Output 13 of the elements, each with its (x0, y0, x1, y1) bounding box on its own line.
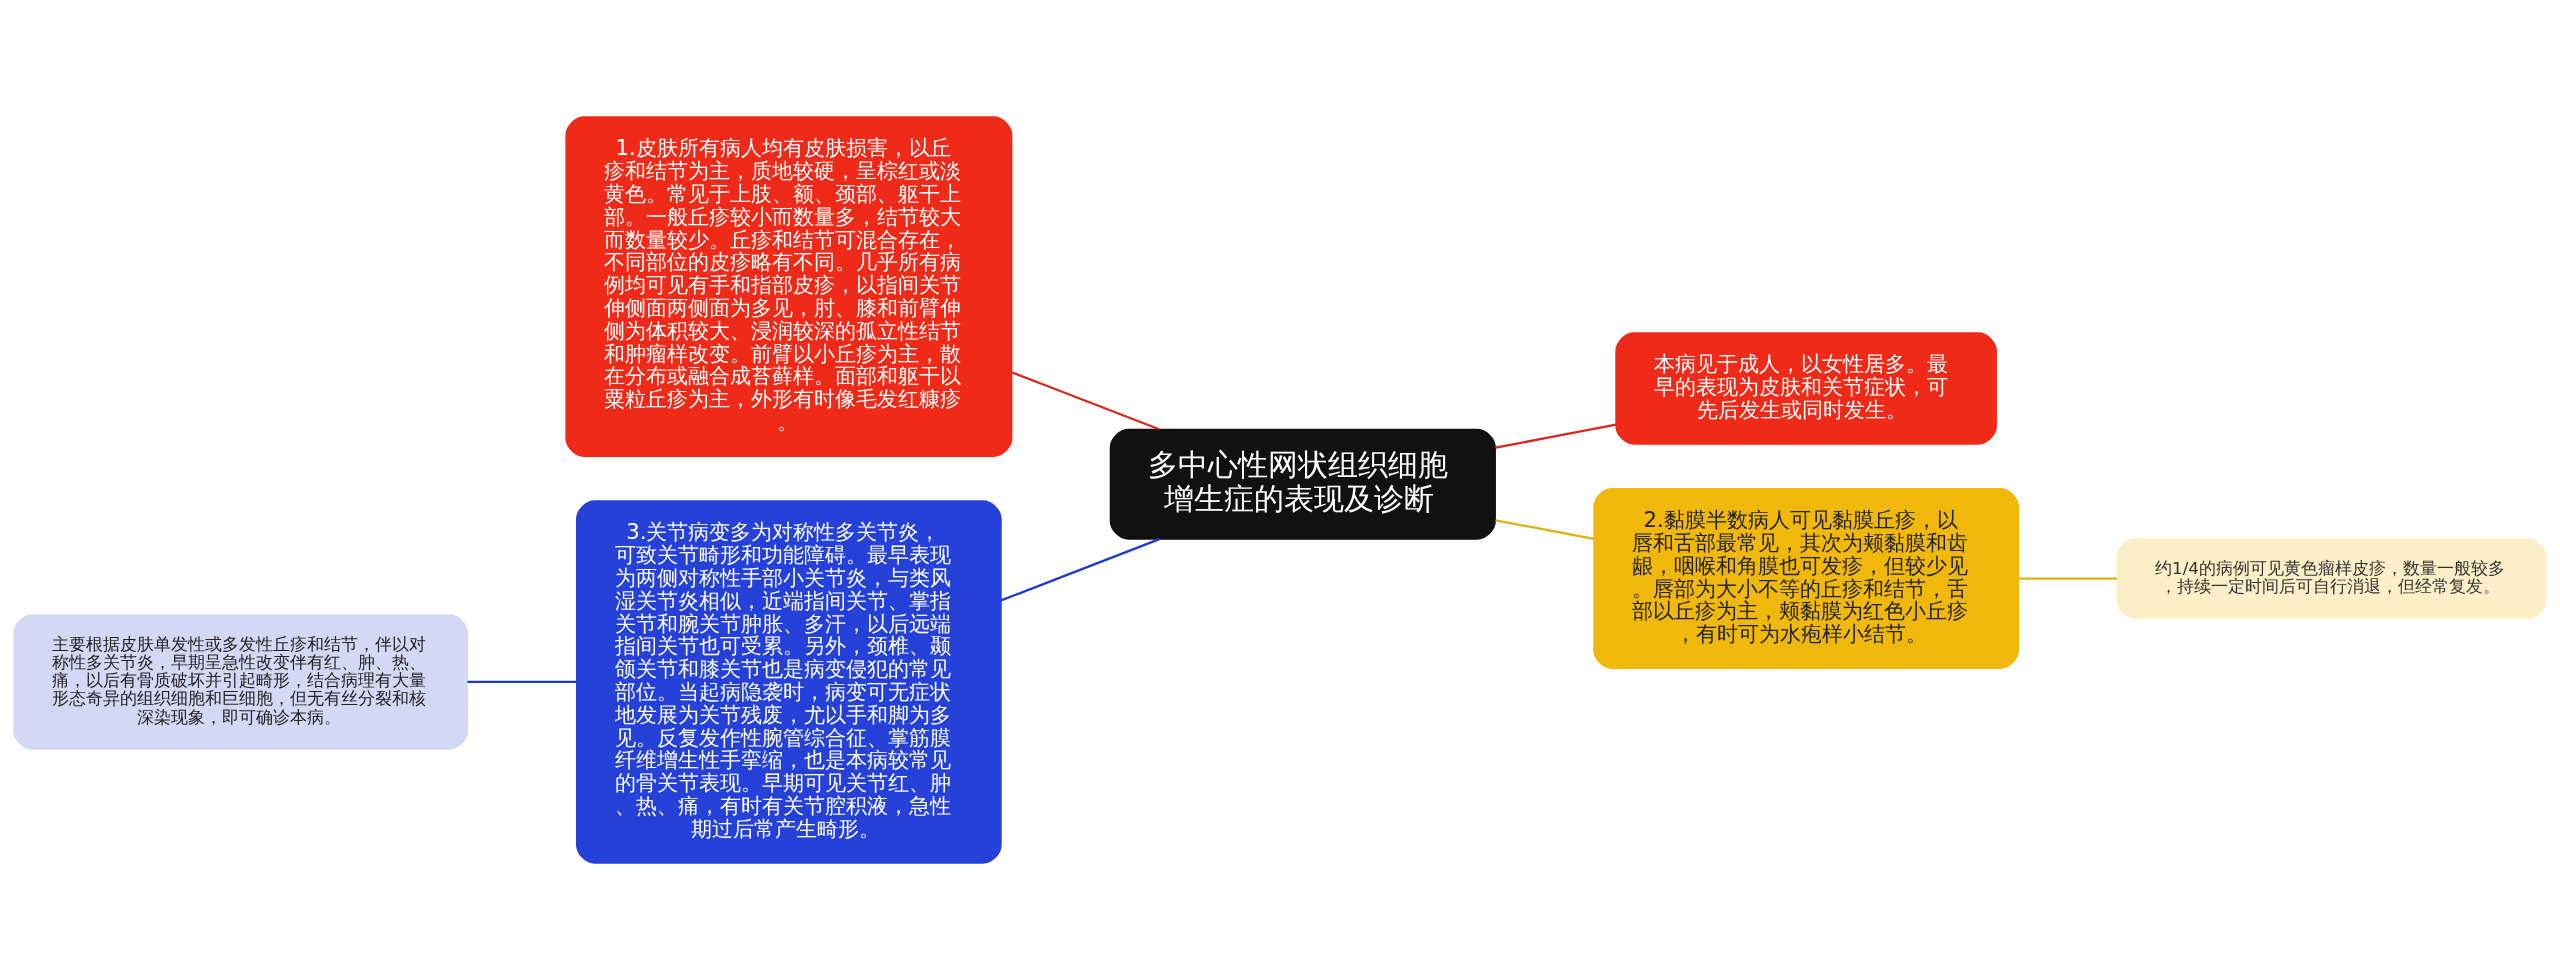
connector (1495, 519, 1595, 540)
node-box: 3.关节病变多为对称性多关节炎，可致关节畸形和功能障碍。最早表现为两侧对称性手部小关节炎，与类风湿关节炎相似，近端指间关节、掌指关节和腕关节肿胀、多汗，以后远端指间关节也可受累。另外，颈椎、颞颌关节和膝关节也是病变侵犯的常见部位。当起病隐袭时，病变可无症状地发展为关节残废，尤以手和脚为多见。反复发作性腕管综合征、掌筋膜纤维增生性手挛缩，也是本病较常见的骨关节表现。早期可见关节红、肿、热、痛，有时有关节腔积液，急性期过后常产生畸形。 (576, 500, 1002, 864)
node-box: 多中心性网状组织细胞增生症的表现及诊断 (1109, 428, 1496, 540)
connector (1495, 423, 1617, 449)
connector (467, 680, 577, 684)
node-box: 约1/4的病例可见黄色瘤样皮疹，数量一般较多，持续一定时间后可自行消退，但经常复发。 (2116, 538, 2547, 619)
node-box: 本病见于成人，以女性居多。最早的表现为皮肤和关节症状，可先后发生或同时发生。 (1615, 332, 1997, 445)
connector (2018, 577, 2117, 580)
node-box: 主要根据皮肤单发性或多发性丘疹和结节，伴以对称性多关节炎，早期呈急性改变伴有红、肿、热、痛，以后有骨质破坏并引起畸形，结合病理有大量形态奇异的组织细胞和巨细胞，但无有丝分裂和核深染现象，即可确诊本病。 (13, 614, 468, 750)
node-box: 1.皮肤所有病人均有皮肤损害，以丘疹和结节为主，质地较硬，呈棕红或淡黄色。常见于上肢、额、颈部、躯干上部。一般丘疹较小而数量多，结节较大而数量较少。丘疹和结节可混合存在，不同部位的皮疹略有不同。几乎所有病例均可见有手和指部皮疹，以指间关节伸侧面两侧面为多见，肘、膝和前臂伸侧为体积较大、浸润较深的孤立性结节和肿瘤样改变。前臂以小丘疹为主，散在分布或融合成苔藓样。面部和躯干以粟粒丘疹为主，外形有时像毛发红糠疹。 (565, 116, 1013, 457)
connector (1000, 538, 1160, 602)
connector (1011, 371, 1160, 431)
node-box: 2.黏膜半数病人可见黏膜丘疹，以唇和舌部最常见，其次为颊黏膜和齿龈，咽喉和角膜也可发疹，但较少见。唇部为大小不等的丘疹和结节，舌部以丘疹为主，颊黏膜为红色小丘疹，有时可为水疱样小结节。 (1593, 488, 2019, 670)
